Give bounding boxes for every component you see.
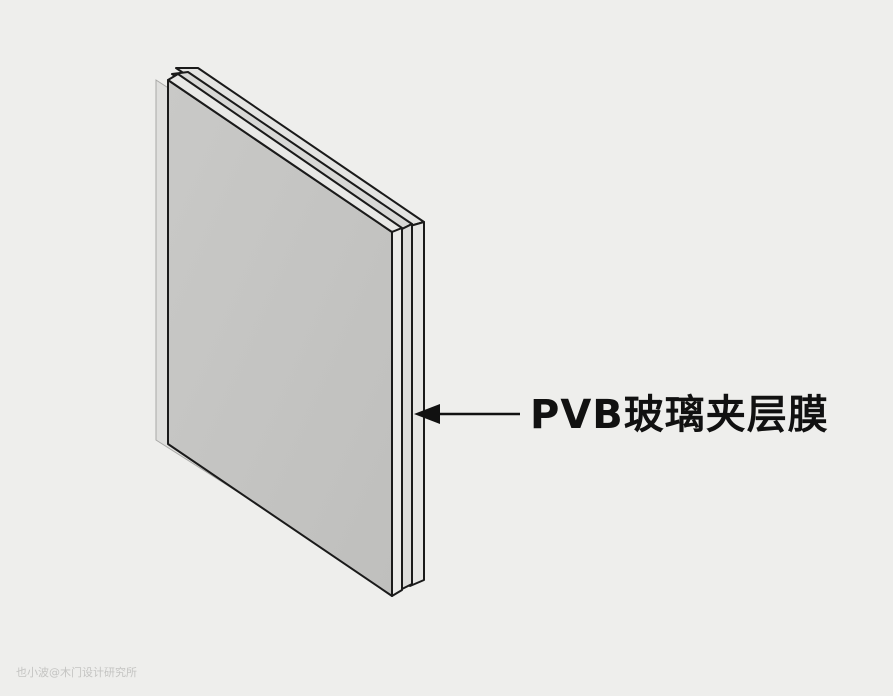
- callout-label: PVB玻璃夹层膜: [530, 392, 829, 438]
- watermark-text: 也小波@木门设计研究所: [16, 665, 137, 679]
- front-glass-face: [167, 79, 393, 597]
- callout-arrow-head: [414, 404, 440, 424]
- front-glass-side-edge: [391, 227, 403, 597]
